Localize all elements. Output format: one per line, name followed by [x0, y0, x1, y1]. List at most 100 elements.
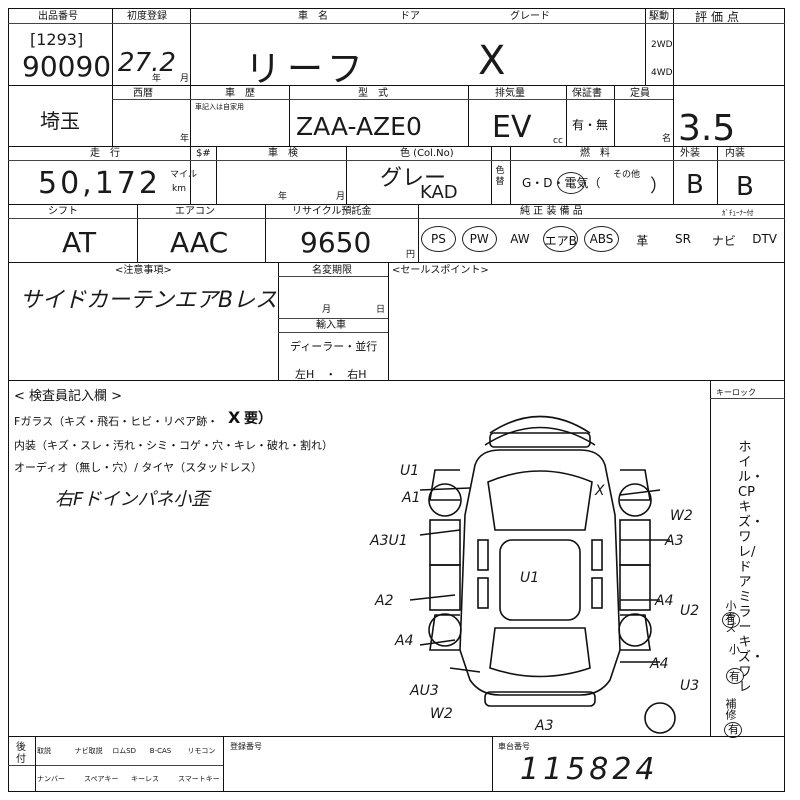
western-label: 西暦: [133, 88, 153, 99]
door-label: ドア: [400, 11, 420, 22]
exterior-label: 外装: [680, 148, 700, 159]
ac-value: AAC: [170, 226, 229, 259]
disp-label: 排気量: [495, 88, 525, 99]
model-label: 車 名: [298, 11, 328, 22]
inspector-line2: 内装（キズ・スレ・汚れ・シミ・コゲ・穴・キレ・破れ・割れ）: [14, 439, 333, 452]
equip-circle-3: [543, 226, 579, 252]
diagram-mark-13: A4: [649, 656, 668, 672]
chassis-value: 115824: [520, 752, 659, 787]
equip-item-6: SR: [675, 232, 692, 246]
equip-circle-1: [461, 226, 497, 252]
name-change-label: 名変期限: [312, 265, 352, 276]
inspector-line1-mark: X: [228, 408, 241, 427]
diagram-mark-15: A3: [534, 718, 553, 734]
drive-4wd: 4WD: [651, 68, 673, 78]
history-label: 車 歴: [225, 88, 255, 99]
mileage-label: 走 行: [90, 148, 120, 159]
exterior-value: B: [686, 170, 704, 200]
footer-bottom-1: スペアキー: [84, 775, 119, 783]
keylock-label: キーロック: [716, 388, 756, 397]
fuel-close: ）: [650, 176, 668, 197]
footer-bottom-2: キーレス: [131, 775, 159, 783]
name-change-month: 月: [322, 305, 332, 315]
diagram-mark-2: A3U1: [369, 533, 408, 549]
side-small-2: 小: [729, 643, 740, 656]
western-year-unit: 年: [180, 134, 190, 144]
fuel-other: その他: [613, 170, 641, 180]
diagram-mark-4: A4: [394, 633, 413, 649]
first-reg-month-unit: 月: [180, 74, 190, 84]
diagram-mark-1: A1: [401, 490, 420, 506]
footer-top-3: B-CAS: [149, 747, 172, 755]
location-value: 埼玉: [40, 109, 80, 133]
shift-value: AT: [62, 226, 97, 259]
inspector-line1-suffix: 要）: [244, 411, 272, 427]
inspector-line3: オーディオ（無し・穴）/ タイヤ（スタッドレス）: [14, 461, 263, 474]
diagram-mark-9: A3: [664, 533, 683, 549]
first-reg-label: 初度登録: [127, 11, 167, 22]
drive-label: 駆動: [649, 11, 669, 22]
import-value: ディーラー・並行: [290, 340, 378, 353]
diagram-mark-3: A2: [374, 593, 394, 609]
mileage-value: 50,172: [38, 166, 161, 201]
diagram-mark-7: X: [594, 483, 605, 499]
tuner-label: ｶﾞﾁｭｰﾅｰ付: [722, 209, 754, 217]
lot-bracket: [1293]: [30, 30, 84, 49]
score-value: 3.5: [678, 108, 736, 149]
footer-top-1: ナビ取説: [74, 747, 103, 755]
footer-bottom-0: ナンバー: [37, 775, 65, 783]
diagram-mark-0: U1: [400, 463, 419, 479]
diagram-mark-6: W2: [430, 706, 453, 722]
diagram-mark-14: U3: [680, 678, 699, 694]
name-change-day: 日: [376, 305, 386, 315]
footer-top-0: 取説: [37, 747, 51, 755]
inspector-title: < 検査員記入欄 >: [14, 389, 123, 404]
color-label: 色 (Col.No): [400, 148, 454, 159]
mile-unit: マイル: [170, 170, 198, 180]
equip-item-5: 革: [636, 234, 649, 248]
disp-unit: cc: [553, 136, 563, 146]
inspector-handwritten: 右Fドインパネ小歪: [55, 489, 210, 510]
sheet-frame: [8, 8, 785, 792]
footer-top-4: リモコン: [187, 747, 216, 755]
inspector-line1-prefix: Fガラス（キズ・飛石・ヒビ・リペア跡・: [14, 415, 219, 428]
lot-label: 出品番号: [38, 11, 78, 22]
color-change-label: 色替: [495, 166, 505, 187]
steering-value: 左H ・ 右H: [295, 368, 367, 381]
equip-item-7: ナビ: [711, 234, 736, 248]
interior-label: 内装: [725, 148, 745, 159]
reg-label: 登録番号: [230, 742, 262, 751]
notes-label: <注意事項>: [115, 265, 172, 276]
km-unit: km: [172, 184, 186, 194]
side-repair: 補修: [724, 698, 737, 720]
sales-label: <セールスポイント>: [392, 265, 489, 276]
shift-label: シフト: [48, 206, 78, 217]
fuel-label: 燃 料: [580, 148, 610, 159]
equip-item-8: DTV: [752, 232, 777, 246]
equip-circle-4: [584, 226, 619, 252]
inspect-label: 車 検: [268, 148, 298, 159]
disp-value: EV: [492, 110, 532, 145]
color-code: KAD: [420, 182, 458, 203]
drive-2wd: 2WD: [651, 40, 673, 50]
inspect-year-unit: 年: [278, 192, 288, 202]
score-label: 評価点: [695, 10, 744, 24]
ac-label: エアコン: [175, 206, 215, 217]
recycle-unit: 円: [406, 250, 416, 260]
lot-number: 90090: [22, 50, 112, 83]
model-value: リーフ: [245, 49, 369, 90]
capacity-unit: 名: [662, 134, 672, 144]
grade-value: X: [478, 38, 506, 84]
recycle-value: 9650: [300, 226, 372, 259]
equip-circle-0: [421, 226, 456, 252]
recycle-label: リサイクル預託金: [292, 206, 372, 217]
first-reg-year-unit: 年: [152, 74, 162, 84]
chassis-label: 車台番号: [498, 742, 530, 751]
warranty-label: 保証書: [572, 88, 602, 99]
import-label: 輸入車: [316, 320, 346, 331]
type-value: ZAA-AZE0: [296, 112, 422, 141]
footer-top-2: ロムSD: [112, 747, 137, 755]
